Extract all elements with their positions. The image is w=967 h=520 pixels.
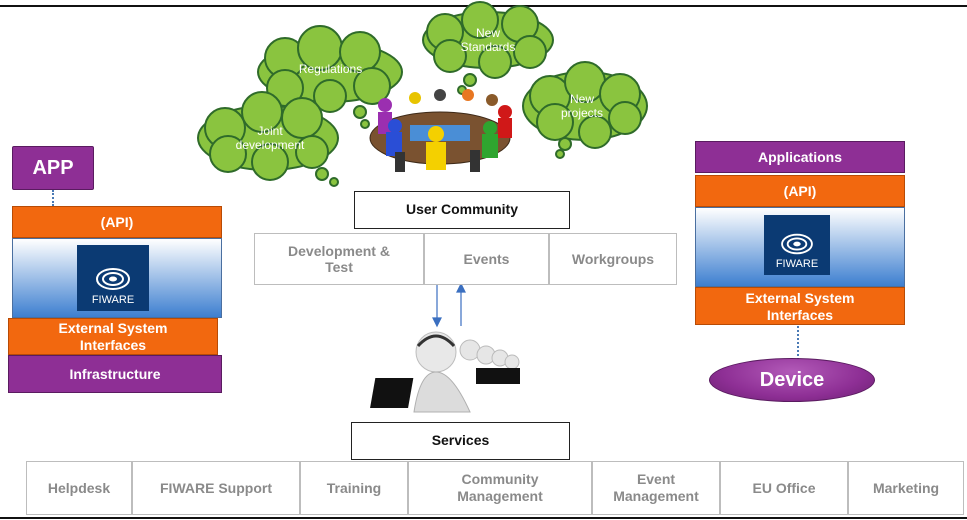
left-fiware-logo: FIWARE: [77, 245, 149, 311]
right-api-bar: (API): [695, 175, 905, 207]
meeting-table-illustration: [369, 89, 512, 172]
cloud-text-regulations: Regulations: [298, 62, 363, 76]
cloud-text-line: Standards: [460, 40, 516, 54]
cloud-text-line: New: [569, 92, 594, 106]
community-management-box: Community Management: [408, 461, 592, 515]
app-box: APP: [12, 146, 94, 190]
development-test-line2: Test: [325, 259, 353, 275]
event-line2: Management: [613, 488, 699, 504]
events-box: Events: [424, 233, 549, 285]
new-projects-cloud: [522, 61, 648, 159]
development-test-line1: Development &: [288, 243, 390, 259]
fiware-swirl-icon: [781, 233, 813, 255]
ext-line1: External System: [58, 320, 168, 336]
event-management-box: Event Management: [592, 461, 720, 515]
cloud-text-line: New: [475, 26, 500, 40]
right-fiware-logo: FIWARE: [764, 215, 830, 275]
new-standards-cloud: [422, 1, 554, 95]
helpdesk-operators-illustration: [370, 331, 520, 413]
right-external-system-interfaces: External System Interfaces: [695, 287, 905, 325]
eu-office-box: EU Office: [720, 461, 848, 515]
event-line1: Event: [636, 471, 676, 487]
marketing-box: Marketing: [848, 461, 964, 515]
applications-bar: Applications: [695, 141, 905, 173]
services-box: Services: [351, 422, 570, 460]
cloud-text-new-standards: New Standards: [438, 26, 538, 54]
training-box: Training: [300, 461, 408, 515]
app-connector-dotted: [52, 190, 54, 206]
joint-development-cloud: [197, 91, 339, 187]
cloud-text-line: development: [235, 138, 305, 152]
workgroups-box: Workgroups: [549, 233, 677, 285]
fiware-swirl-icon: [96, 268, 130, 290]
cloud-text-line: Joint: [257, 124, 283, 138]
ext-line1: External System: [745, 290, 855, 306]
device-oval: Device: [709, 358, 875, 402]
fiware-logo-text: FIWARE: [775, 258, 819, 270]
fiware-support-box: FIWARE Support: [132, 461, 300, 515]
bottom-border-line: [0, 517, 967, 519]
development-test-box: Development & Test: [254, 233, 424, 285]
cloud-text-joint-development: Joint development: [220, 124, 320, 152]
cloud-text-new-projects: New projects: [537, 92, 627, 120]
infrastructure-bar: Infrastructure: [8, 355, 222, 393]
ext-line2: Interfaces: [766, 307, 834, 323]
exchange-arrows: [432, 282, 466, 328]
helpdesk-box: Helpdesk: [26, 461, 132, 515]
fiware-logo-text: FIWARE: [91, 294, 135, 306]
community-line1: Community: [461, 471, 539, 487]
ext-line2: Interfaces: [79, 337, 147, 353]
device-connector-dotted: [797, 326, 799, 360]
community-line2: Management: [457, 488, 543, 504]
left-api-bar: (API): [12, 206, 222, 238]
cloud-text-line: projects: [560, 106, 604, 120]
user-community-box: User Community: [354, 191, 570, 229]
left-external-system-interfaces: External System Interfaces: [8, 318, 218, 355]
